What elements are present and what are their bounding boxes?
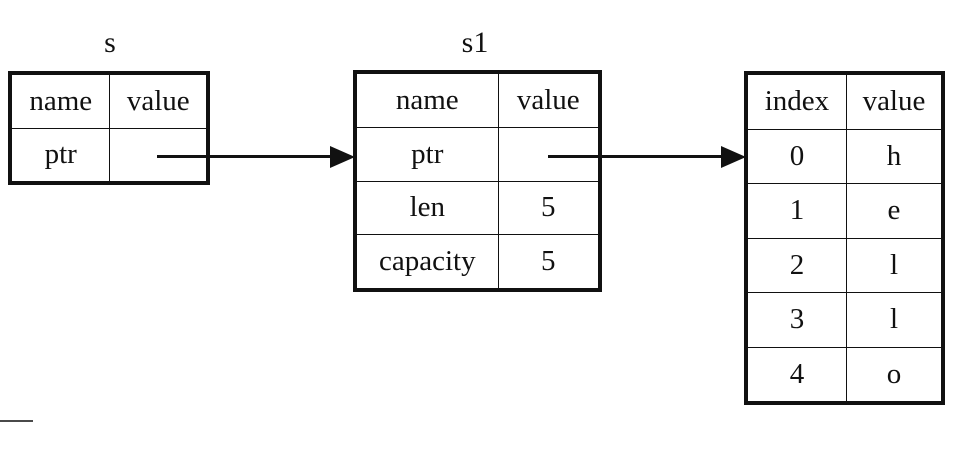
table-stack-s: name value ptr <box>8 71 210 185</box>
header-cell-value: value <box>845 74 943 130</box>
cell-s-ptr-value <box>109 127 207 182</box>
arrow-line-s-to-s1 <box>157 155 333 158</box>
table-label-s: s <box>104 26 116 59</box>
table-row: 2 l <box>747 237 943 293</box>
cell-heap-value-3: l <box>845 292 943 348</box>
cell-heap-value-2: l <box>845 237 943 293</box>
cell-heap-value-4: o <box>845 346 943 402</box>
header-cell-name: name <box>10 74 111 129</box>
cell-s1-capacity-value: 5 <box>497 234 600 289</box>
table-row: 3 l <box>747 292 943 348</box>
cell-heap-index-1: 1 <box>747 183 847 239</box>
cell-heap-index-0: 0 <box>747 128 847 184</box>
header-cell-index: index <box>747 74 847 130</box>
cell-s1-len-value: 5 <box>497 180 600 236</box>
cell-heap-value-1: e <box>845 183 943 239</box>
cell-s1-len-name: len <box>356 180 499 236</box>
page-rule-artifact <box>0 420 33 422</box>
table-row: 4 o <box>747 346 943 402</box>
table-label-s1: s1 <box>461 26 489 59</box>
header-cell-value: value <box>109 74 207 129</box>
cell-heap-value-0: h <box>845 128 943 184</box>
cell-s-ptr-name: ptr <box>10 127 111 182</box>
arrow-head-s1-to-heap <box>721 146 746 168</box>
arrow-head-s-to-s1 <box>330 146 355 168</box>
table-row: index value <box>747 74 943 130</box>
table-row: 1 e <box>747 183 943 239</box>
cell-s1-ptr-name: ptr <box>356 126 499 182</box>
table-row: 0 h <box>747 128 943 184</box>
table-heap-buffer: index value 0 h 1 e 2 l 3 l <box>744 71 945 405</box>
table-row: len 5 <box>356 180 600 236</box>
header-cell-value: value <box>497 73 600 128</box>
arrow-line-s1-to-heap <box>548 155 724 158</box>
cell-s1-ptr-value <box>497 126 600 182</box>
table-row: name value <box>356 73 600 128</box>
cell-heap-index-2: 2 <box>747 237 847 293</box>
cell-s1-capacity-name: capacity <box>356 234 499 289</box>
cell-heap-index-4: 4 <box>747 346 847 402</box>
table-row: name value <box>10 74 207 129</box>
table-row: capacity 5 <box>356 234 600 289</box>
cell-heap-index-3: 3 <box>747 292 847 348</box>
table-stack-s1: name value ptr len 5 capacity 5 <box>353 70 602 292</box>
header-cell-name: name <box>356 73 499 128</box>
table-row: ptr <box>10 127 207 182</box>
